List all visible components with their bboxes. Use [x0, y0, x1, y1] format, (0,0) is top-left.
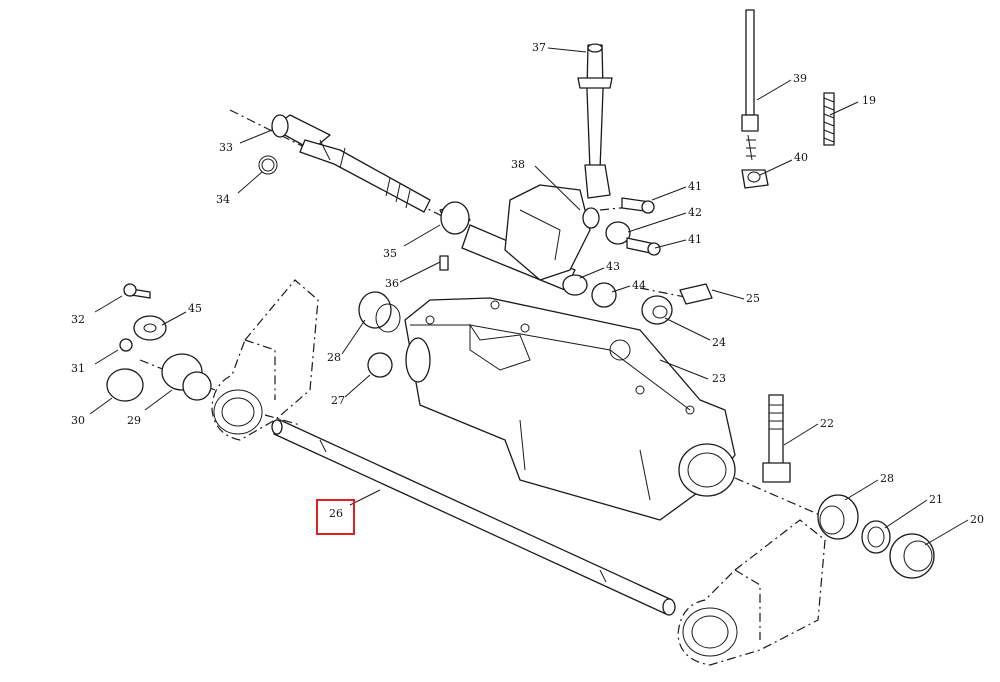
callout-41-bottom: 41 — [688, 233, 702, 246]
callout-44: 44 — [632, 279, 646, 292]
callout-20: 20 — [970, 513, 984, 526]
lift-housing-23 — [404, 297, 736, 521]
callout-labels: 19 20 21 22 23 24 25 26 27 28 28 29 30 3… — [71, 41, 984, 526]
callout-leaders — [89, 47, 969, 546]
callout-45: 45 — [188, 302, 202, 315]
callout-40: 40 — [794, 151, 808, 164]
callout-28-right: 28 — [880, 472, 894, 485]
adjuster-bolt-39 — [741, 9, 769, 189]
callout-26: 26 — [329, 507, 343, 520]
right-side-parts — [762, 394, 935, 579]
highlight-box-26 — [316, 499, 355, 535]
callout-34: 34 — [216, 193, 230, 206]
small-parts — [106, 197, 661, 402]
callout-21: 21 — [929, 493, 943, 506]
callout-28-left: 28 — [327, 351, 341, 364]
callout-30: 30 — [71, 414, 85, 427]
left-lift-arm — [211, 279, 319, 441]
callout-43: 43 — [606, 260, 620, 273]
callout-36: 36 — [385, 277, 399, 290]
control-bracket — [504, 43, 613, 281]
callout-38: 38 — [511, 158, 525, 171]
callout-27: 27 — [331, 394, 345, 407]
callout-24: 24 — [712, 336, 726, 349]
callout-32: 32 — [71, 313, 85, 326]
right-lift-arm — [677, 519, 826, 666]
callout-42: 42 — [688, 206, 702, 219]
callout-31: 31 — [71, 362, 85, 375]
callout-29: 29 — [127, 414, 141, 427]
callout-22: 22 — [820, 417, 834, 430]
callout-33: 33 — [219, 141, 233, 154]
rock-shaft-26 — [271, 419, 676, 616]
callout-39: 39 — [793, 72, 807, 85]
callout-23: 23 — [712, 372, 726, 385]
callout-37: 37 — [532, 41, 546, 54]
bushings-and-seals — [358, 283, 713, 378]
callout-41-top: 41 — [688, 180, 702, 193]
callout-35: 35 — [383, 247, 397, 260]
callout-25: 25 — [746, 292, 760, 305]
spring-19 — [823, 92, 835, 146]
callout-19: 19 — [862, 94, 876, 107]
